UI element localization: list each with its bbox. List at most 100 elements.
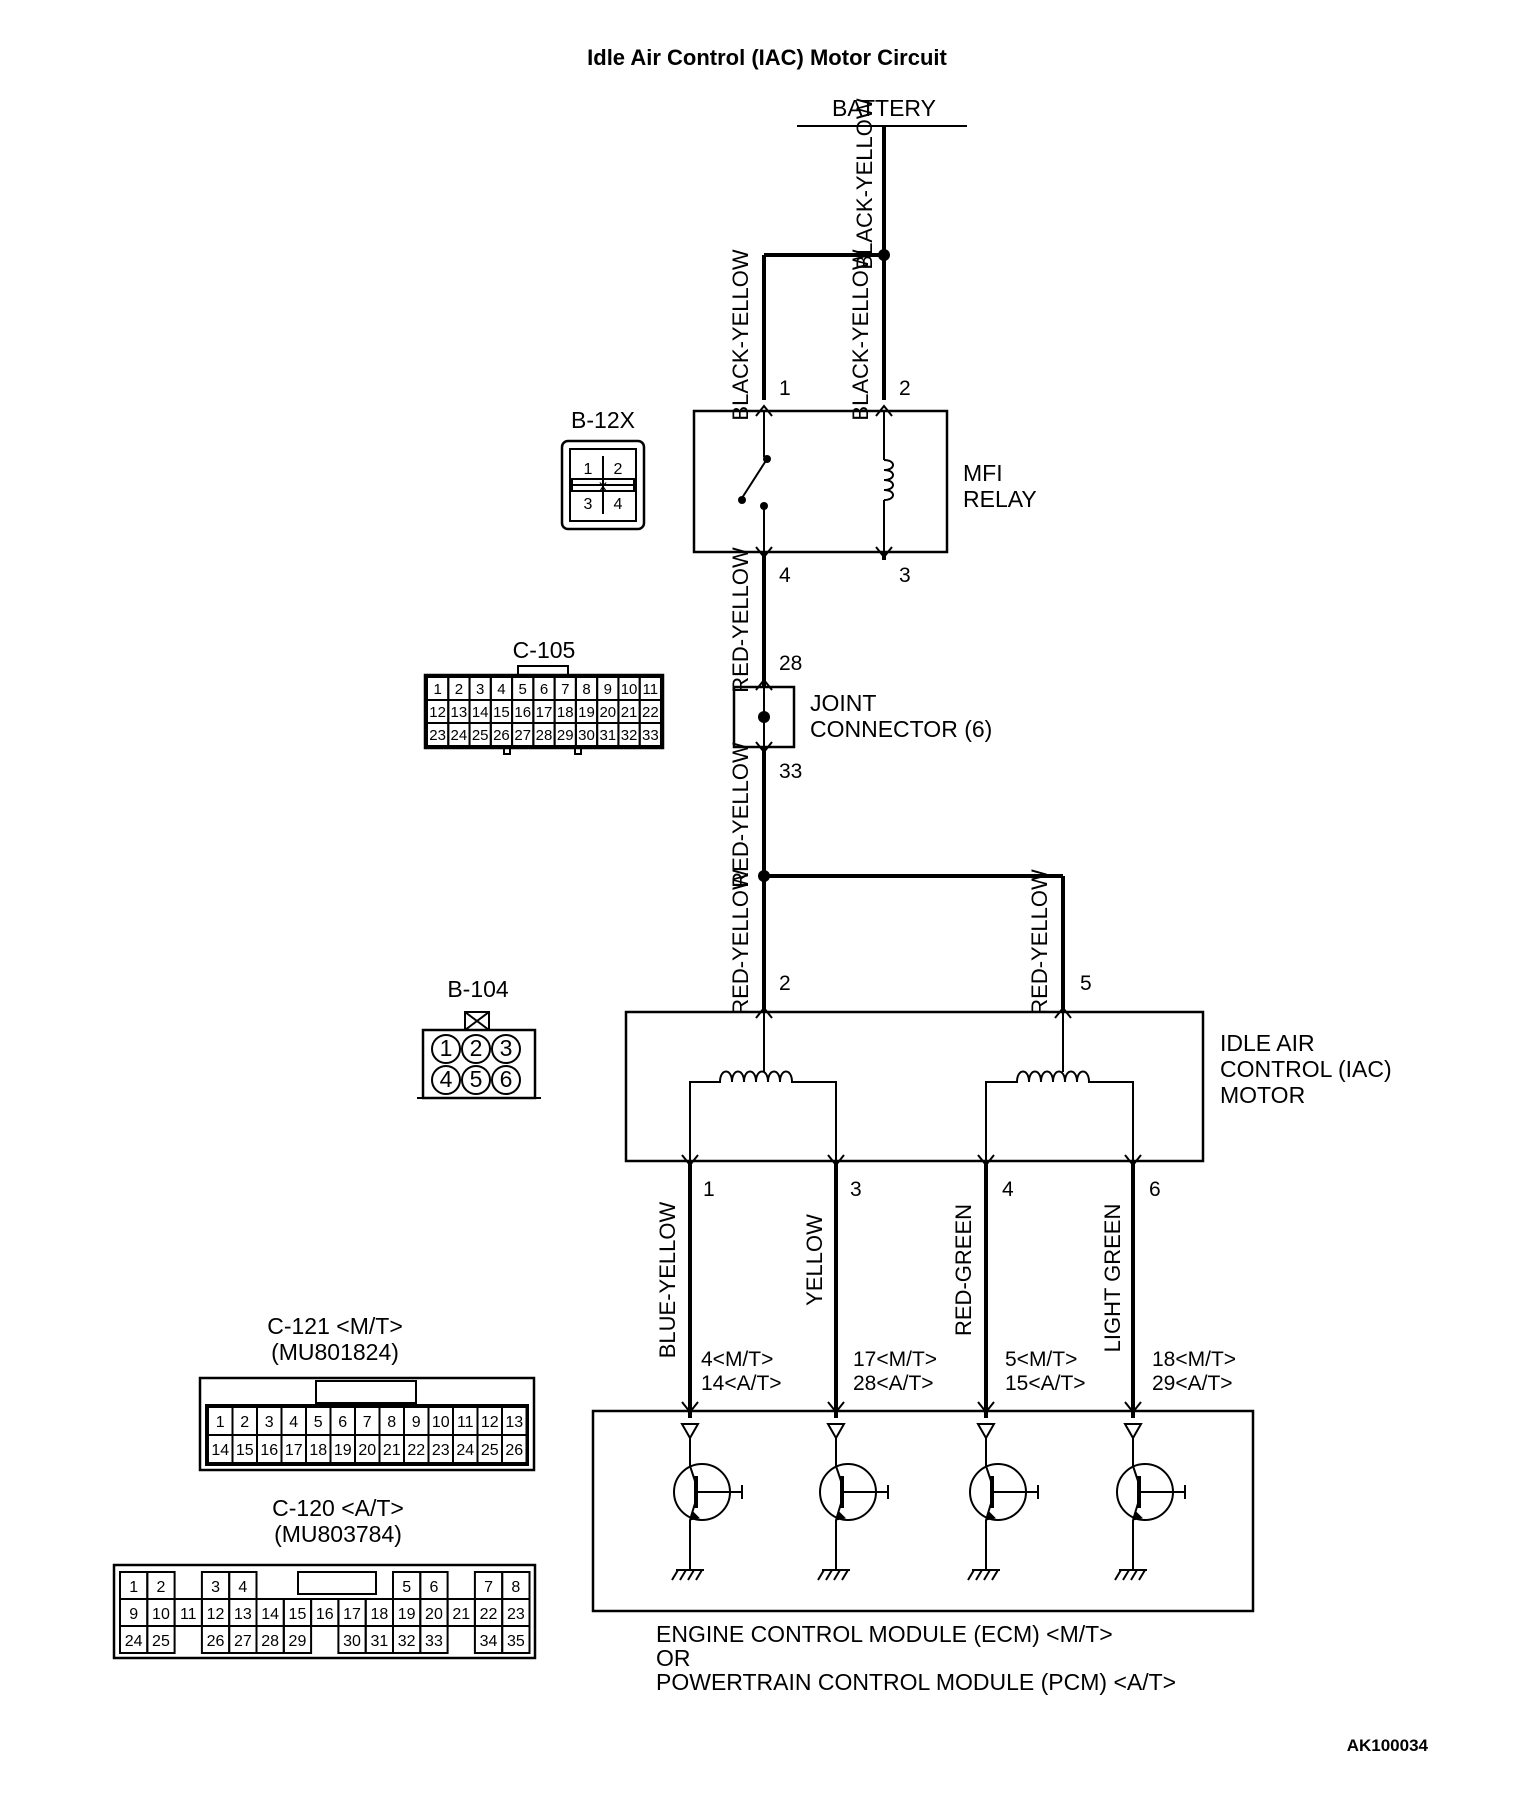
ecm-pin-at-2: 28<A/T> xyxy=(853,1372,934,1395)
iac-in-wire-label-2: RED-YELLOW xyxy=(1027,869,1052,1015)
joint-pin-in: 28 xyxy=(779,652,802,675)
connector-b104-name: B-104 xyxy=(447,976,509,1002)
c121-pin: 25 xyxy=(481,1442,499,1459)
c120-pin: 19 xyxy=(398,1606,416,1623)
c105-pin: 29 xyxy=(557,727,574,744)
connector-c121-part: (MU801824) xyxy=(271,1339,399,1365)
c120-pin: 23 xyxy=(507,1606,525,1623)
figure-code: AK100034 xyxy=(1347,1736,1429,1755)
b104-pin: 2 xyxy=(470,1035,483,1061)
mfi-relay xyxy=(692,409,949,554)
output-wire-color-2: YELLOW xyxy=(802,1214,827,1306)
relay-pin-3: 3 xyxy=(899,564,911,587)
c120-cell xyxy=(282,1625,313,1654)
iac-label-3: MOTOR xyxy=(1220,1082,1305,1108)
c120-cell xyxy=(501,1625,531,1654)
wire-joint-to-iac xyxy=(758,747,1065,1012)
c120-pin: 16 xyxy=(316,1606,334,1623)
wire-battery-to-relay xyxy=(762,126,890,400)
c121-pin: 21 xyxy=(383,1442,401,1459)
c105-pin: 14 xyxy=(472,704,489,721)
c120-pin: 30 xyxy=(343,1633,361,1650)
iac-pin-4: 4 xyxy=(1002,1178,1014,1201)
output-wire-color-4: LIGHT GREEN xyxy=(1100,1204,1125,1353)
c105-pin: 20 xyxy=(599,704,616,721)
c105-pin: 8 xyxy=(582,681,590,698)
c105-pin: 24 xyxy=(451,727,468,744)
b104-cell xyxy=(491,1034,521,1064)
c121-pin: 3 xyxy=(265,1414,274,1431)
c121-pin: 26 xyxy=(505,1442,523,1459)
c121-pin: 10 xyxy=(432,1414,450,1431)
b104-cell xyxy=(461,1065,491,1095)
c120-pin: 29 xyxy=(289,1633,307,1650)
c105-pin: 3 xyxy=(476,681,484,698)
c105-pin: 33 xyxy=(642,727,659,744)
c121-cell xyxy=(501,1434,528,1464)
iac-motor xyxy=(624,1010,1205,1180)
ecm-pin-mt-4: 18<M/T> xyxy=(1152,1348,1236,1371)
c105-pin: 31 xyxy=(599,727,616,744)
c121-pin: 13 xyxy=(505,1414,523,1431)
connector-b12x-name: B-12X xyxy=(571,407,635,433)
c105-pin: 25 xyxy=(472,727,489,744)
b104-pin: 5 xyxy=(470,1066,483,1092)
c105-pin: 23 xyxy=(429,727,446,744)
c121-pin: 12 xyxy=(481,1414,499,1431)
c120-pin: 14 xyxy=(261,1606,279,1623)
iac-in-wire-label-1: RED-YELLOW xyxy=(728,869,753,1015)
c120-pin: 31 xyxy=(370,1633,388,1650)
connector-c120-name: C-120 <A/T> xyxy=(272,1495,404,1521)
c120-pin: 1 xyxy=(129,1579,138,1596)
c121-pin: 23 xyxy=(432,1442,450,1459)
ecm-label-3: POWERTRAIN CONTROL MODULE (PCM) <A/T> xyxy=(656,1669,1176,1695)
ecm-pin-at-1: 14<A/T> xyxy=(701,1372,782,1395)
c105-pin: 21 xyxy=(621,704,638,721)
c120-pin: 5 xyxy=(402,1579,411,1596)
joint-connector xyxy=(732,685,796,749)
ecm-transistor xyxy=(671,1423,743,1581)
iac-pin-6: 6 xyxy=(1149,1178,1161,1201)
connector-c105-name: C-105 xyxy=(513,637,576,663)
ecm-pin-mt-2: 17<M/T> xyxy=(853,1348,937,1371)
ecm-pin-mt-3: 5<M/T> xyxy=(1005,1348,1077,1371)
c105-pin: 18 xyxy=(557,704,574,721)
c121-pin: 8 xyxy=(387,1414,396,1431)
joint-out-wire-label: RED-YELLOW xyxy=(728,742,753,888)
iac-output-wires xyxy=(688,1161,1135,1418)
b104-pin: 6 xyxy=(500,1066,513,1092)
c120-pin: 9 xyxy=(129,1606,138,1623)
c120-pin: 3 xyxy=(211,1579,220,1596)
b104-cell xyxy=(461,1034,491,1064)
joint-pin-out: 33 xyxy=(779,760,802,783)
c105-pin: 10 xyxy=(621,681,638,698)
relay-pin-2: 2 xyxy=(899,377,911,400)
relay-pin-4: 4 xyxy=(779,564,791,587)
c105-pin: 27 xyxy=(514,727,531,744)
connector-c120-part: (MU803784) xyxy=(274,1521,402,1547)
c105-pin: 9 xyxy=(604,681,612,698)
c120-pin: 32 xyxy=(398,1633,416,1650)
c105-cell xyxy=(638,722,662,747)
c105-pin: 13 xyxy=(451,704,468,721)
c121-pin: 11 xyxy=(457,1414,474,1431)
c121-pin: 22 xyxy=(407,1442,425,1459)
c105-pin: 4 xyxy=(497,681,505,698)
c120-pin: 2 xyxy=(156,1579,165,1596)
c121-pin: 15 xyxy=(236,1442,254,1459)
c121-pin: 9 xyxy=(412,1414,421,1431)
output-wire-color-3: RED-GREEN xyxy=(951,1204,976,1336)
b104-pin: 3 xyxy=(500,1035,513,1061)
c121-pin: 7 xyxy=(363,1414,372,1431)
ecm-pin-at-3: 15<A/T> xyxy=(1005,1372,1086,1395)
c120-pin: 26 xyxy=(207,1633,225,1650)
c120-pin: 13 xyxy=(234,1606,252,1623)
c121-pin: 5 xyxy=(314,1414,323,1431)
c120-pin: 12 xyxy=(207,1606,225,1623)
c121-pin: 2 xyxy=(240,1414,249,1431)
ecm-module xyxy=(591,1409,1255,1613)
